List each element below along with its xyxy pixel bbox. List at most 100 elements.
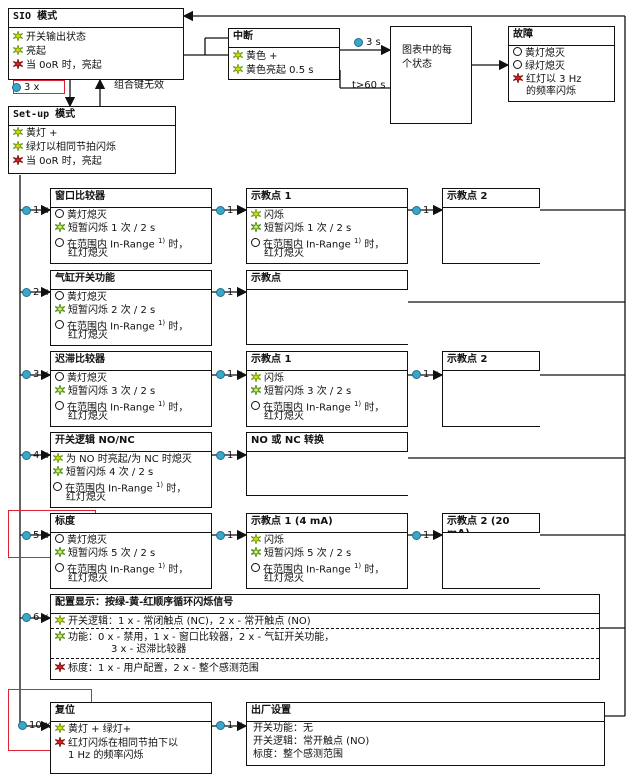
teach-line-3-end: 时， [364,402,385,414]
button-press-dot-icon [216,451,225,460]
row-line-3-end: 时， [168,564,189,576]
button-press-dot-icon [412,531,421,540]
teach2-3-count: 1 x [423,530,439,541]
green-burst-icon [250,220,262,234]
reset-count: 10 x [29,720,51,731]
off-circle-icon [513,60,522,69]
teach-line-3: 在范围内 In-Range [263,239,351,251]
row-3-count: 3 x [33,369,49,380]
green-burst-icon [52,464,64,478]
off-circle-icon [55,209,64,218]
yellow-green-burst-icon [12,43,24,57]
row-line-1: 黄灯熄灭 [67,292,107,303]
row-line-1: 黄灯熄灭 [67,535,107,546]
footnote-mark: 1) [353,237,362,245]
reset-line-1: 黄灯 + 绿灯+ [68,724,132,735]
factory-line-1: 开关功能：无 [253,723,313,734]
teach-line-2: 短暂闪烁 5 次 / 2 s [264,548,352,559]
no-nc-switch-body [246,451,408,496]
sio-line-3: 当 0oR 时，亮起 [26,60,102,71]
off-circle-icon [251,238,260,248]
green-burst-icon [54,220,66,234]
every-state-line-1: 图表中的每 [402,45,452,56]
teach-point-1-box: 示教点 1 闪烁 短暂闪烁 3 次 / 2 s 在范围内 In-Range 1)… [246,351,408,427]
teach-title: 示教点 [251,273,281,284]
row-line-4: 红灯熄灭 [66,492,106,503]
timer-3s: 3 s [366,37,381,48]
teach-line-3: 在范围内 In-Range [263,402,351,414]
yellow-green-burst-icon [250,532,262,546]
teach-point-2-body [442,370,540,427]
row-line-2: 短暂闪烁 4 次 / 2 s [66,467,154,478]
row-line-4: 红灯熄灭 [68,330,108,341]
row-line-3: 在范围内 In-Range [67,321,155,333]
reset-line-2: 红灯闪烁在相同节拍下以 [68,738,178,749]
yellow-green-burst-icon [250,370,262,384]
setup-line-1: 黄灯 + [26,128,58,139]
dashed-divider [51,658,599,659]
fault-line-3: 红灯以 3 Hz [526,74,582,85]
interrupt-title: 中断 [229,29,339,48]
yellow-green-burst-icon [12,29,24,43]
button-press-dot-icon [354,38,363,47]
fault-box: 故障 黄灯熄灭 绿灯熄灭 红灯以 3 Hz 的频率闪烁 [508,26,615,102]
teach-point-box: 示教点 [246,270,408,290]
green-burst-icon [250,383,262,397]
yellow-green-burst-icon [52,451,64,465]
button-press-dot-icon [22,206,31,215]
sio-line-1: 开关输出状态 [26,32,86,43]
fault-line-2: 绿灯熄灭 [525,61,565,72]
teach-line-1: 闪烁 [264,210,284,221]
sio-title: SIO 模式 [9,9,183,28]
teach2-1-count: 1 x [423,205,439,216]
hysteresis-comparator-box: 迟滞比较器 黄灯熄灭 短暂闪烁 3 次 / 2 s 在范围内 In-Range … [50,351,212,427]
yellow-green-burst-icon [12,125,24,139]
every-state-line-2: 个状态 [402,59,432,70]
button-press-dot-icon [412,206,421,215]
teach-point-1-box: 示教点 1 闪烁 短暂闪烁 1 次 / 2 s 在范围内 In-Range 1)… [246,188,408,264]
row-line-3: 在范围内 In-Range [65,483,153,495]
row-line-1: 黄灯熄灭 [67,373,107,384]
off-circle-icon [513,47,522,56]
config-count: 6 x [33,612,49,623]
off-circle-icon [55,372,64,381]
teach-4-count: 1 x [227,450,243,461]
switch-logic-box: 开关逻辑 NO/NC 为 NO 时亮起/为 NC 时熄灭 短暂闪烁 4 次 / … [50,432,212,508]
teach-line-3-end: 时， [364,564,385,576]
red-burst-icon [12,153,24,167]
dashed-divider [51,628,599,629]
cylinder-switch-box: 气缸开关功能 黄灯熄灭 短暂闪烁 2 次 / 2 s 在范围内 In-Range… [50,270,212,346]
row-1-count: 1 x [33,205,49,216]
teach2-title: 示教点 2 [447,354,488,365]
row-line-4: 红灯熄灭 [68,248,108,259]
button-press-dot-icon [22,288,31,297]
interrupt-box: 中断 黄色 + 黄色亮起 0.5 s [228,28,340,80]
config-line-3: 标度：1 x - 用户配置，2 x - 整个感测范围 [68,663,259,674]
teach-line-1: 闪烁 [264,373,284,384]
factory-line-2: 开关逻辑：常开触点 (NO) [253,736,370,747]
row-2-count: 2 x [33,287,49,298]
teach-line-4: 红灯熄灭 [264,248,304,259]
green-burst-icon [54,629,66,643]
row-line-3-end: 时， [168,402,189,414]
reset-title: 复位 [51,703,211,722]
teach-line-3: 在范围内 In-Range [263,564,351,576]
teach-point-1-4ma-box: 示教点 1 (4 mA) 闪烁 短暂闪烁 5 次 / 2 s 在范围内 In-R… [246,513,408,589]
row-line-1: 黄灯熄灭 [67,210,107,221]
teach-line-4: 红灯熄灭 [264,573,304,584]
row-title: 标度 [51,514,211,533]
yellow-green-burst-icon [250,207,262,221]
fault-title: 故障 [509,27,614,46]
row-line-2: 短暂闪烁 2 次 / 2 s [68,305,156,316]
button-press-dot-icon [18,721,27,730]
footnote-mark: 1) [155,481,164,489]
row-5-count: 5 x [33,530,49,541]
interrupt-line-1: 黄色 + [246,51,278,62]
row-title: 迟滞比较器 [51,352,211,371]
row-title: 窗口比较器 [51,189,211,208]
fault-line-1: 黄灯熄灭 [525,48,565,59]
button-press-dot-icon [412,370,421,379]
yellow-green-burst-icon [12,139,24,153]
off-circle-icon [55,291,64,300]
off-circle-icon [55,320,64,330]
